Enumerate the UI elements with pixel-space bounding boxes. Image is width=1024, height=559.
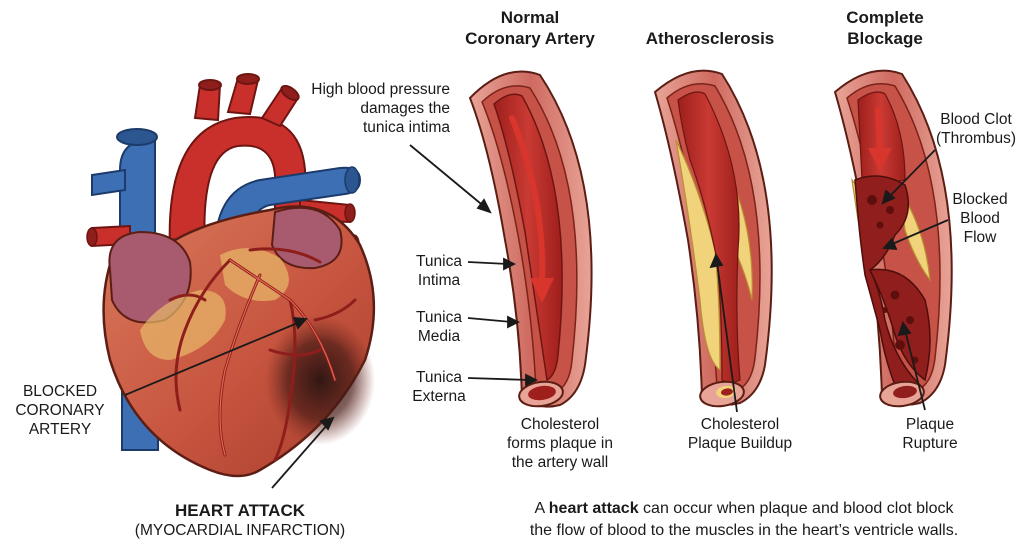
infarct-region (265, 315, 375, 445)
label-cholesterol-buildup-line1: Cholesterol (700, 416, 780, 433)
header-complete-blockage: Complete Blockage (815, 7, 955, 49)
label-blood-clot-line1: Blood Clot (940, 111, 1012, 128)
caption-line1-post: can occur when plaque and blood clot blo… (638, 500, 954, 517)
label-blocked-coronary-line3: ARTERY (28, 421, 92, 438)
pulmonary-vein-left (91, 168, 126, 197)
label-high-bp-line3: tunica intima (362, 119, 450, 136)
caption: A heart attack can occur when plaque and… (470, 498, 1018, 542)
label-cholesterol-forms-line3: the artery wall (511, 454, 609, 471)
caption-line1: A heart attack can occur when plaque and… (470, 498, 1018, 520)
caption-line2: the flow of blood to the muscles in the … (529, 522, 959, 539)
leader-lines (124, 144, 949, 489)
artery-atherosclerosis (653, 69, 773, 408)
label-blocked-flow-line3: Flow (963, 229, 997, 246)
header-normal-line2: Coronary Artery (465, 29, 595, 48)
label-tunica-media: Tunica Media (405, 308, 473, 346)
label-heart-attack: HEART ATTACK (MYOCARDIAL INFARCTION) (105, 500, 375, 540)
heart-illustration (86, 73, 376, 478)
thrombus (854, 175, 922, 390)
label-blocked-coronary-artery: BLOCKED CORONARY ARTERY (5, 382, 115, 439)
artery-complete-blockage (833, 69, 953, 408)
header-complete-line1: Complete (846, 8, 924, 27)
header-atherosclerosis-line1: Atherosclerosis (645, 29, 775, 48)
label-heart-attack-subtitle: (MYOCARDIAL INFARCTION) (134, 522, 346, 539)
label-blocked-blood-flow: Blocked Blood Flow (944, 190, 1016, 247)
label-plaque-rupture-line2: Rupture (902, 435, 958, 452)
label-tunica-externa-line2: Externa (412, 388, 466, 405)
label-plaque-rupture-line1: Plaque (905, 416, 955, 433)
label-cholesterol-buildup-line2: Plaque Buildup (687, 435, 793, 452)
header-atherosclerosis: Atherosclerosis (630, 28, 790, 49)
caption-line1-bold: heart attack (548, 500, 639, 517)
label-tunica-media-line2: Media (417, 328, 461, 345)
label-high-bp-line1: High blood pressure (311, 81, 450, 98)
label-blocked-flow-line2: Blood (960, 210, 1000, 227)
label-blocked-flow-line1: Blocked (952, 191, 1008, 208)
label-high-blood-pressure: High blood pressure damages the tunica i… (280, 80, 450, 137)
label-tunica-externa-line1: Tunica (416, 369, 462, 386)
header-normal-coronary-artery: Normal Coronary Artery (450, 7, 610, 49)
label-blocked-coronary-line1: BLOCKED (22, 383, 98, 400)
header-normal-line1: Normal (500, 8, 560, 27)
label-tunica-intima-line2: Intima (417, 272, 461, 289)
label-cholesterol-forms-line2: forms plaque in (507, 435, 613, 452)
label-cholesterol-plaque-buildup: Cholesterol Plaque Buildup (670, 415, 810, 453)
label-heart-attack-title: HEART ATTACK (175, 501, 305, 520)
artery-normal (468, 70, 593, 408)
label-cholesterol-forms-plaque: Cholesterol forms plaque in the artery w… (490, 415, 630, 472)
label-high-bp-line2: damages the (360, 100, 450, 117)
label-tunica-externa: Tunica Externa (405, 368, 473, 406)
label-plaque-rupture: Plaque Rupture (880, 415, 980, 453)
label-cholesterol-forms-line1: Cholesterol (520, 416, 600, 433)
label-tunica-intima: Tunica Intima (405, 252, 473, 290)
aortic-arch (168, 116, 306, 251)
label-blood-clot-line2: (Thrombus) (935, 130, 1017, 147)
header-complete-line2: Blockage (847, 29, 923, 48)
caption-line1-pre: A (534, 500, 549, 517)
label-tunica-intima-line1: Tunica (416, 253, 462, 270)
label-blocked-coronary-line2: CORONARY (15, 402, 105, 419)
label-tunica-media-line1: Tunica (416, 309, 462, 326)
label-blood-clot: Blood Clot (Thrombus) (928, 110, 1024, 148)
